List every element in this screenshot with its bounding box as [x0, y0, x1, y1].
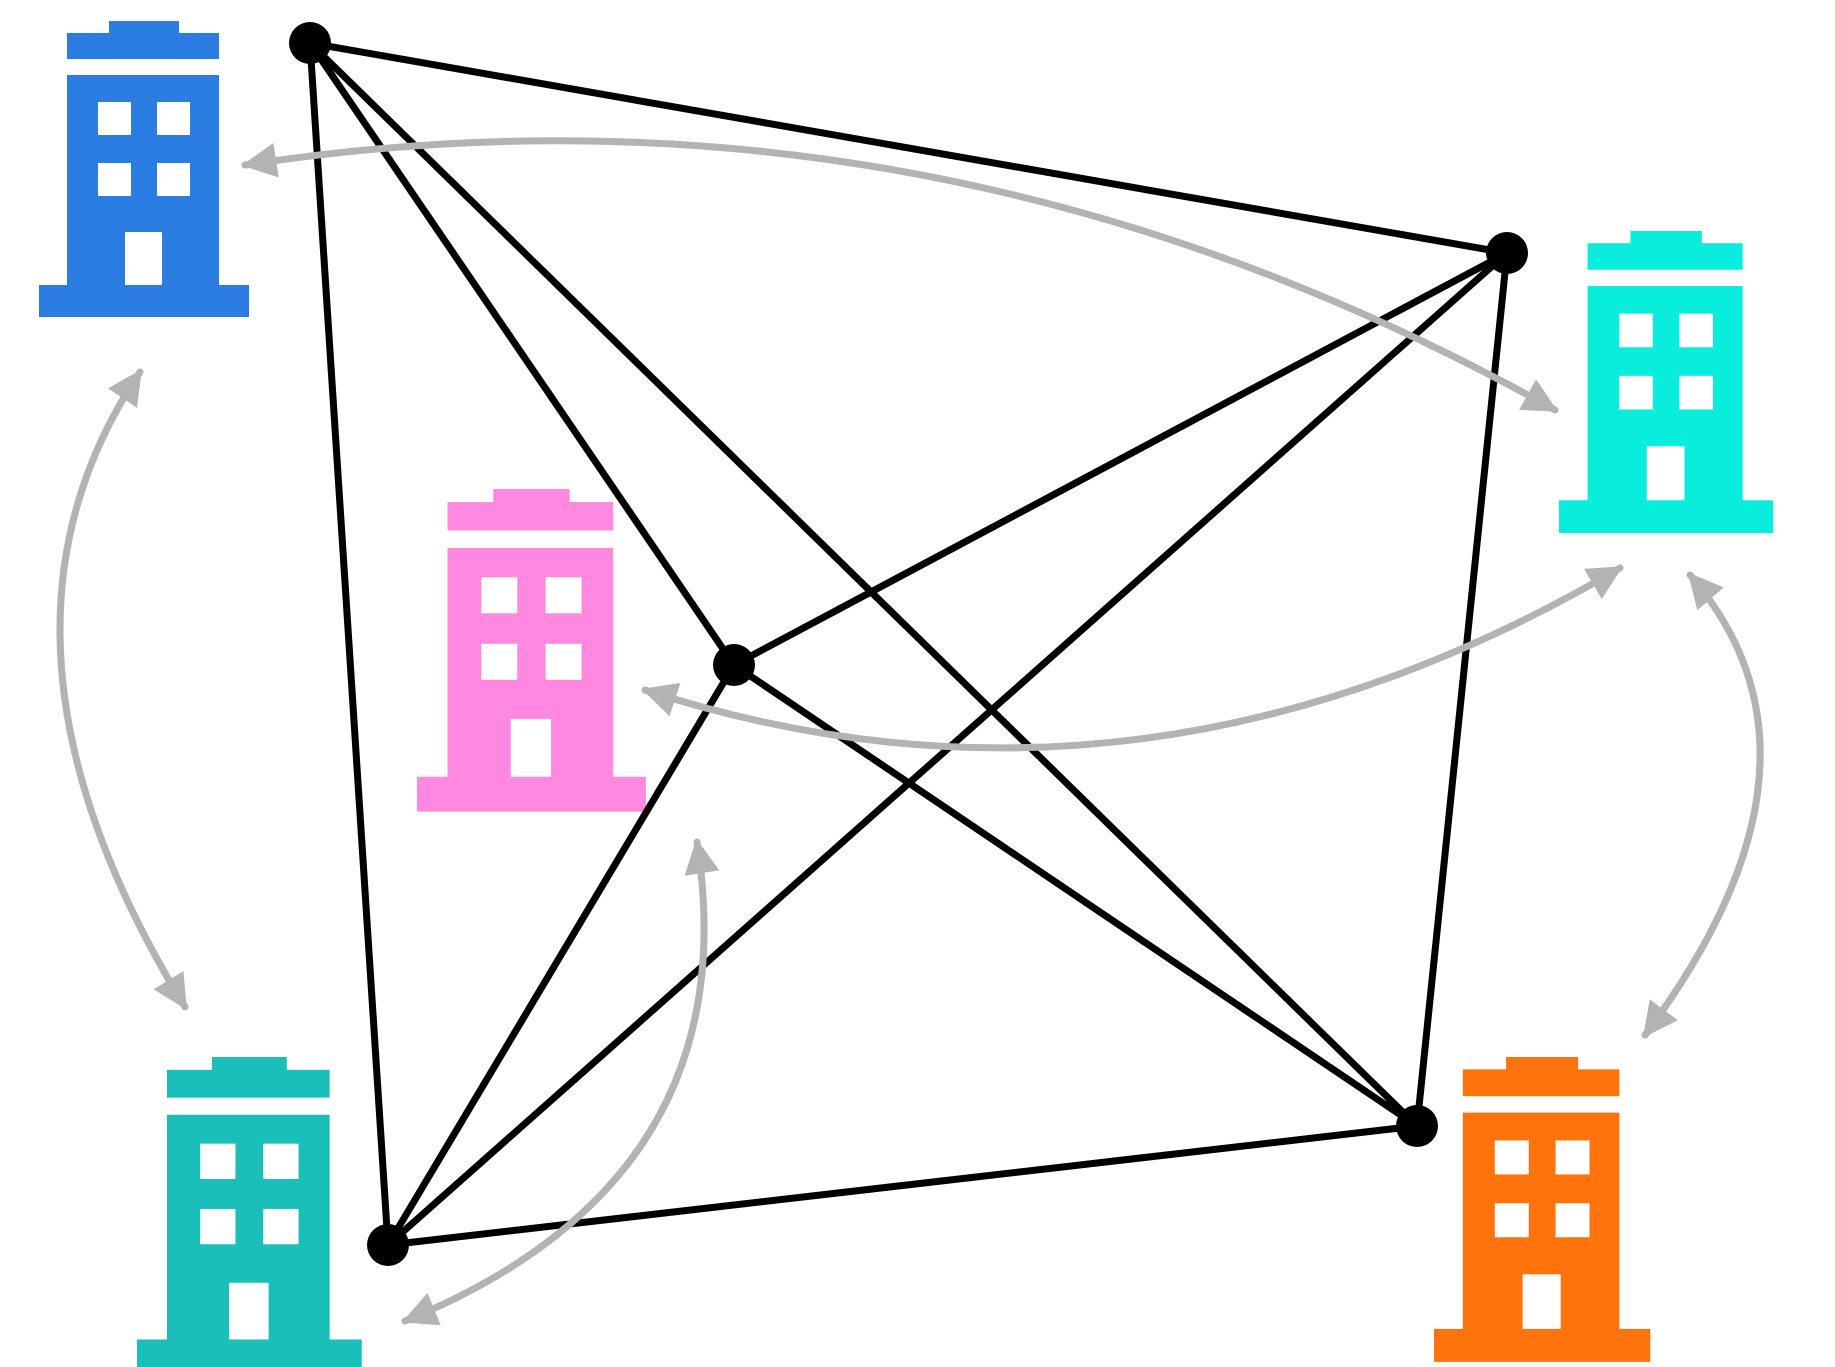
edge-D-E	[384, 1122, 1421, 1249]
edge-B-E	[1413, 249, 1511, 1130]
building-icon-top-left	[39, 21, 249, 317]
building-icon-top-right	[1559, 231, 1774, 533]
arrow-top-right-to-bottom-right	[1641, 571, 1764, 1039]
node-C	[713, 644, 755, 686]
building-icon-bottom-right	[1434, 1057, 1651, 1362]
arrow-center-to-top-right	[641, 564, 1624, 752]
building-icon-bottom-left	[137, 1057, 362, 1367]
node-B	[1486, 232, 1528, 274]
edge-B-C	[730, 249, 1511, 669]
arrow-center-to-bottom-left	[401, 838, 720, 1326]
arrow-top-left-to-top-right	[241, 137, 1559, 414]
node-A	[289, 22, 331, 64]
edge-C-E	[730, 661, 1421, 1130]
node-E	[1396, 1105, 1438, 1147]
edge-A-D	[306, 39, 392, 1249]
node-D	[367, 1224, 409, 1266]
building-icon-center	[417, 489, 646, 812]
arrow-top-left-to-bottom-left	[56, 368, 189, 1011]
